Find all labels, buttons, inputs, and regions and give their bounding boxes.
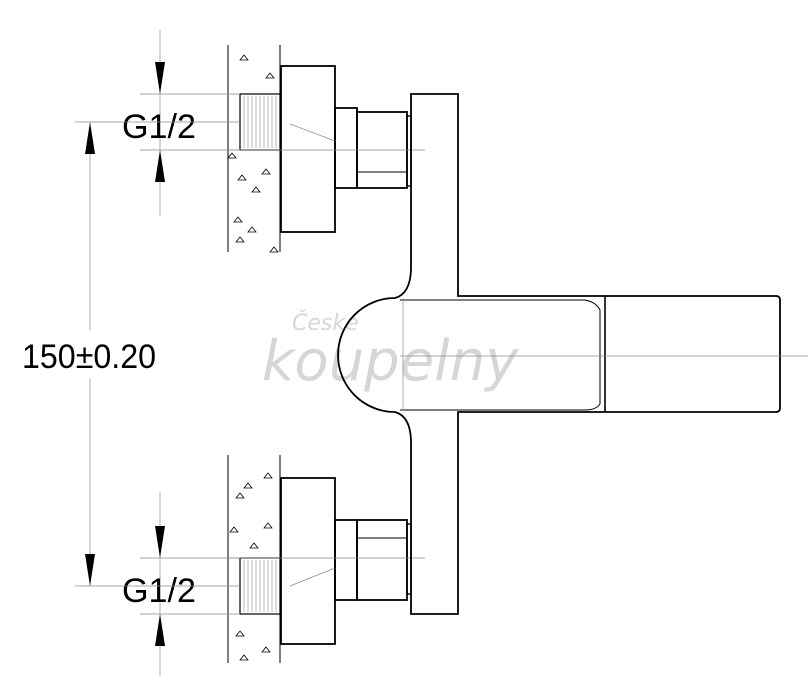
wall-lower xyxy=(227,455,281,663)
arrowhead-down xyxy=(155,62,165,94)
arrowhead-up xyxy=(155,150,165,182)
arrowhead-down xyxy=(155,526,165,558)
dimension-lower-thread: G1/2 xyxy=(122,492,240,676)
watermark: České koupelny xyxy=(262,310,519,394)
lower-connection xyxy=(230,477,425,645)
bottom-thread-label: G1/2 xyxy=(122,572,196,610)
upper-connection xyxy=(230,65,425,233)
mixer-body xyxy=(337,93,808,615)
center-distance-label: 150±0.20 xyxy=(22,338,156,376)
wall-upper xyxy=(227,45,281,253)
arrowhead-up xyxy=(155,614,165,646)
watermark-line2: koupelny xyxy=(262,329,519,394)
arrowhead-up xyxy=(85,122,95,154)
arrowhead-down xyxy=(85,554,95,586)
top-thread-label: G1/2 xyxy=(122,108,196,146)
dimension-center-distance: 150±0.20 xyxy=(22,121,240,587)
dimension-upper-thread: G1/2 xyxy=(122,30,240,215)
